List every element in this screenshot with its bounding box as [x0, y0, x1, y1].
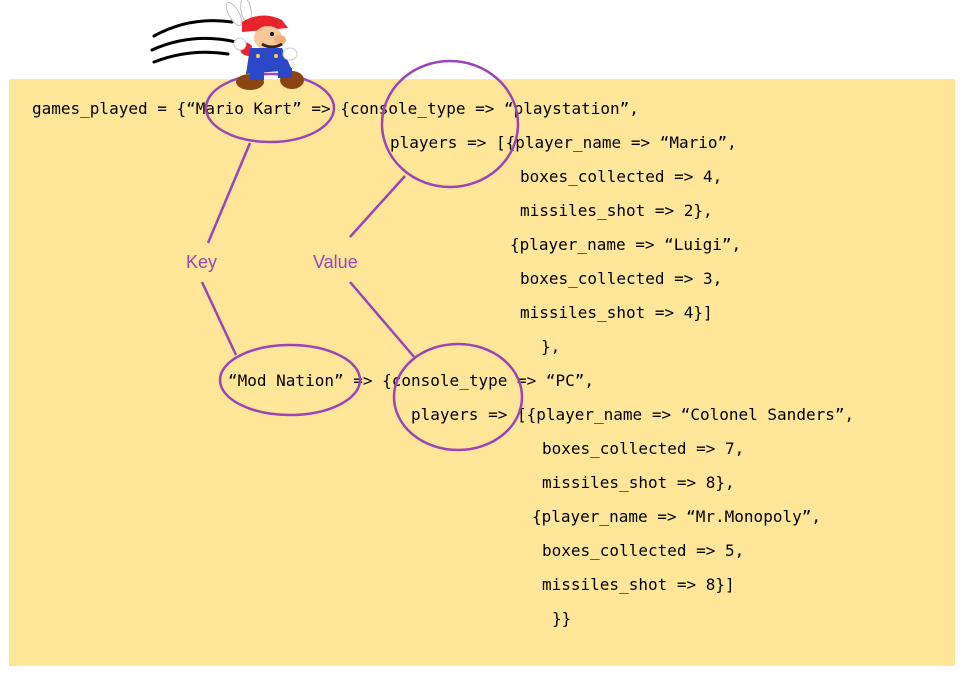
code-line-5: {player_name => “Luigi”,	[510, 235, 742, 254]
code-panel	[9, 79, 955, 666]
code-line-2: players => [{player_name => “Mario”,	[390, 133, 737, 152]
code-line-12: missiles_shot => 8},	[542, 473, 735, 492]
key-label: Key	[186, 252, 218, 272]
code-line-9: “Mod Nation” => {console_type => “PC”,	[228, 371, 595, 390]
key-circle-mario-kart	[204, 72, 336, 144]
code-line-10: players => [{player_name => “Colonel San…	[411, 405, 855, 424]
code-line-3: boxes_collected => 4,	[520, 167, 723, 186]
code-line-1: games_played = {“Mario Kart” => {console…	[32, 99, 639, 118]
value-circle-mario-kart	[380, 59, 520, 189]
value-label: Value	[313, 252, 358, 272]
value-connector-bottom	[349, 281, 416, 359]
code-line-4: missiles_shot => 2},	[520, 201, 713, 220]
code-line-16: }}	[552, 609, 572, 628]
value-connector-top	[349, 175, 406, 238]
mario-jumping-icon	[150, 0, 304, 90]
value-circle-mod-nation	[392, 342, 524, 452]
code-line-6: boxes_collected => 3,	[520, 269, 723, 288]
code-line-8: },	[541, 337, 561, 356]
code-line-14: boxes_collected => 5,	[542, 541, 745, 560]
code-line-13: {player_name => “Mr.Monopoly”,	[532, 507, 821, 526]
key-connector-top	[206, 142, 252, 244]
code-line-7: missiles_shot => 4}]	[520, 303, 713, 322]
key-connector-bottom	[200, 281, 238, 356]
code-line-15: missiles_shot => 8}]	[542, 575, 735, 594]
code-line-11: boxes_collected => 7,	[542, 439, 745, 458]
key-circle-mod-nation	[218, 343, 362, 417]
